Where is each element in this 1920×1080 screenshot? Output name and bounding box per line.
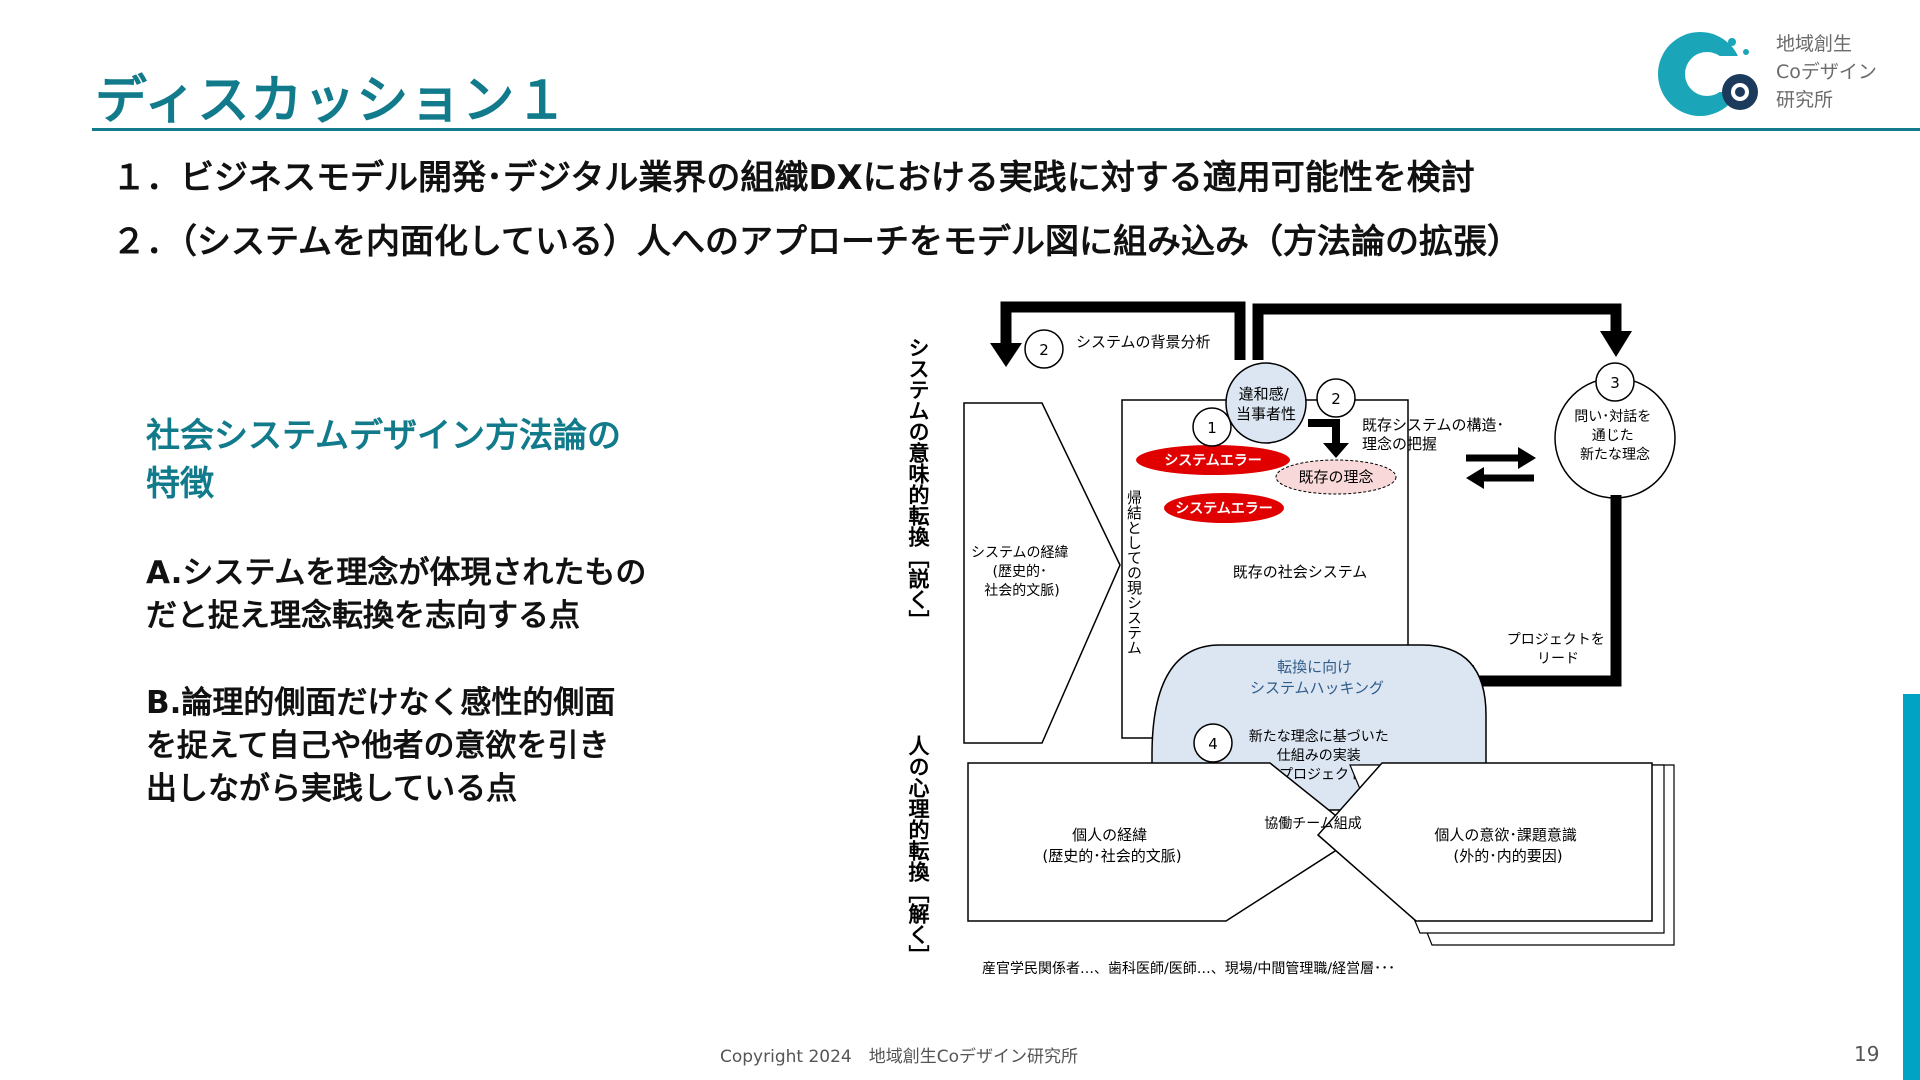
heading-line: 特徴 (146, 464, 214, 504)
step-1-label: 1 (1207, 419, 1217, 437)
step-1-marker (1192, 407, 1232, 447)
system-error-badge (1164, 493, 1284, 523)
footer-copyright: Copyright 2024 地域創生Coデザイン研究所 (720, 1047, 1079, 1067)
project-lead-text: プロジェクトを リード (1507, 632, 1609, 667)
loop-arrow-right (1252, 303, 1622, 360)
feature-b: B.論理的側面だけなく感性的側面 を捉えて自己や他者の意欲を引き 出しながら実践… (146, 682, 706, 811)
background-analysis-label: システムの背景分析 (1076, 333, 1211, 351)
feature-line: を捉えて自己や他者の意欲を引き (146, 728, 610, 764)
system-error-text: システムエラー (1164, 453, 1262, 469)
new-philosophy-text: 問い･対話を 通じた 新たな理念 (1574, 408, 1655, 463)
logo-icon (1658, 32, 1758, 116)
step-4-label: 4 (1208, 735, 1218, 753)
org-name-line: Coデザイン (1776, 61, 1877, 83)
loop-arrow-right-head (1600, 331, 1632, 357)
system-history-text: システムの経緯 (歴史的･ 社会的文脈) (971, 545, 1073, 599)
loop-arrow-left (1000, 301, 1246, 360)
dissonance-circle (1225, 362, 1307, 444)
title-underline (92, 128, 1920, 131)
exchange-arrow-right-head (1518, 447, 1536, 469)
step-3-marker (1595, 362, 1635, 402)
feature-line: 出しながら実践している点 (146, 771, 518, 807)
stakeholders-text: 産官学民関係者…、歯科医師/医師…、現場/中間管理職/経営層･･･ (982, 961, 1395, 977)
step-2-label: 2 (1039, 341, 1049, 359)
existing-philosophy-text: 既存の理念 (1298, 468, 1373, 486)
heading-line: 社会システムデザイン方法論の (146, 416, 621, 456)
vertical-label-semantic: システムの意味的転換［説く］ (906, 337, 930, 631)
existing-philosophy-badge (1275, 459, 1397, 495)
project-lead-arrow (1470, 495, 1622, 687)
org-name: 地域創生 Coデザイン 研究所 (1776, 30, 1906, 114)
feature-line: だと捉え理念転換を志向する点 (146, 598, 580, 634)
feature-a: A.システムを理念が体現されたもの だと捉え理念転換を志向する点 (146, 552, 706, 638)
agenda-item-2: ２．（システムを内面化している）人へのアプローチをモデル図に組み込み（方法論の拡… (112, 222, 1521, 262)
dissonance-text: 違和感/ 当事者性 (1236, 385, 1296, 423)
step-4-marker (1193, 723, 1233, 763)
methodology-diagram: システムの意味的転換［説く］ 人の心理的転換［解く］ 2 システムの背景分析 シ… (906, 301, 1676, 977)
page-number: 19 (1854, 1042, 1880, 1066)
personal-history-chevron (967, 762, 1362, 922)
exchange-arrow-left-head (1466, 467, 1484, 489)
hacking-text: 転換に向け システムハッキング (1250, 658, 1384, 697)
step-3-label: 3 (1610, 374, 1620, 392)
collab-team-text: 協働チーム組成 (1264, 816, 1362, 832)
step-2-marker (1316, 378, 1356, 418)
existing-social-system-text: 既存の社会システム (1233, 563, 1368, 581)
current-system-vertical-text: 帰結としての現システム (1125, 489, 1143, 655)
feature-line: B.論理的側面だけなく感性的側面 (146, 685, 616, 721)
org-name-line: 研究所 (1776, 89, 1834, 111)
step-2-label: 2 (1331, 390, 1341, 408)
implementation-text: 新たな理念に基づいた 仕組みの実装 (プロジェクト) (1249, 728, 1393, 783)
loop-arrow-left-head (990, 343, 1022, 367)
system-error-badge (1136, 445, 1290, 475)
step-2-marker (1024, 329, 1064, 369)
existing-structure-text: 既存システムの構造･ 理念の把握 (1362, 416, 1509, 453)
philosophy-arrow (1308, 419, 1340, 445)
system-history-chevron (963, 402, 1121, 744)
agenda-item-1: １．ビジネスモデル開発･デジタル業界の組織DXにおける実践に対する適用可能性を検… (112, 158, 1475, 198)
org-name-line: 地域創生 (1776, 33, 1853, 55)
personal-motivation-chevron (1316, 762, 1653, 922)
personal-motivation-text: 個人の意欲･課題意識 (外的･内的要因) (1434, 826, 1581, 865)
slide-title: ディスカッション１ (95, 71, 569, 131)
features-heading: 社会システムデザイン方法論の 特徴 (146, 412, 706, 508)
right-accent-bar (1903, 694, 1920, 1080)
personal-history-text: 個人の経緯 (歴史的･社会的文脈) (1042, 826, 1181, 865)
feature-line: A.システムを理念が体現されたもの (146, 555, 647, 591)
vertical-label-psychological: 人の心理的転換［解く］ (906, 735, 930, 966)
system-error-text: システムエラー (1175, 501, 1273, 517)
philosophy-arrow-head (1323, 443, 1349, 458)
